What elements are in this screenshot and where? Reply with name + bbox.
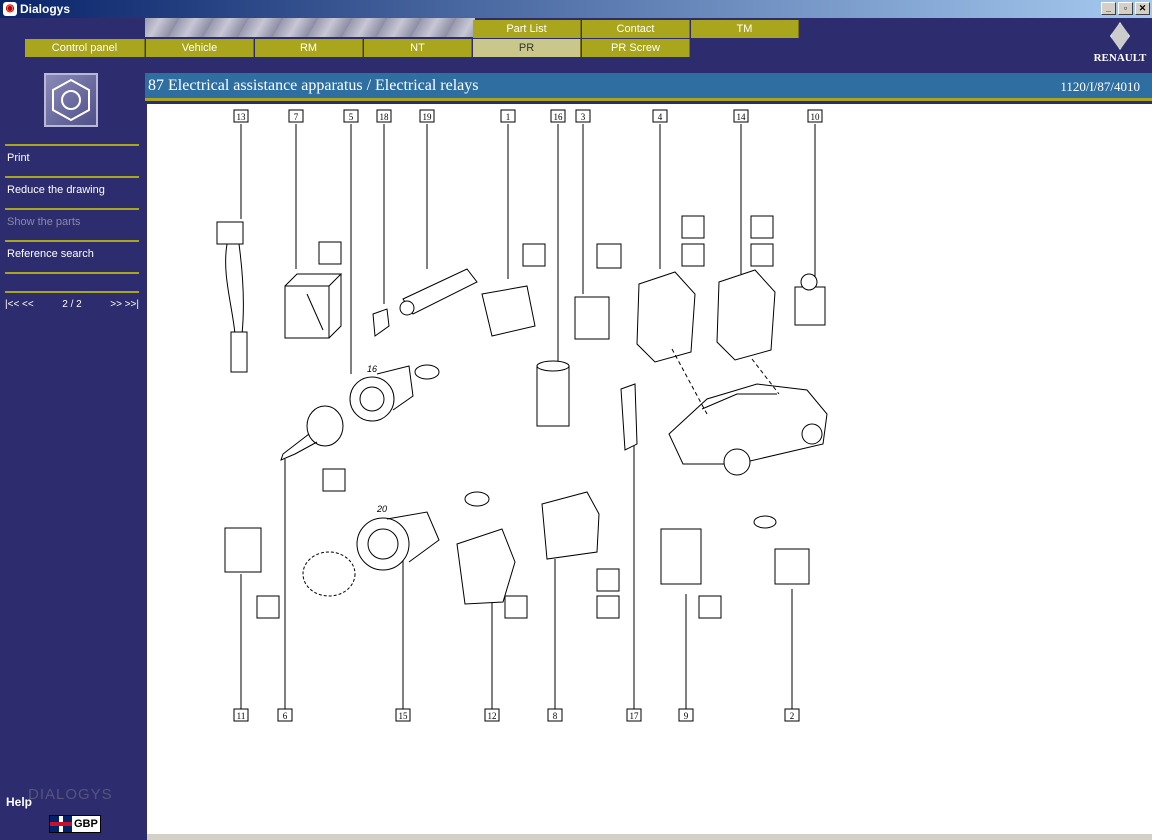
callout-label-box-3 xyxy=(575,109,591,123)
close-button[interactable]: ✕ xyxy=(1135,2,1150,15)
header: Part List Contact TM Control panel Vehic… xyxy=(0,18,1152,73)
uk-flag-icon xyxy=(50,816,72,832)
callout-label-7[interactable]: 7 xyxy=(294,112,299,122)
tab-part-list[interactable]: Part List xyxy=(473,20,581,38)
show-parts-link[interactable]: Show the parts xyxy=(5,208,139,234)
content-header: 87 Electrical assistance apparatus / Ele… xyxy=(145,73,1152,101)
app-icon: ◉ xyxy=(3,2,17,16)
callout-label-box-7 xyxy=(288,109,304,123)
callout-label-box-14 xyxy=(733,109,749,123)
tab-tm[interactable]: TM xyxy=(691,20,799,38)
callout-label-box-17 xyxy=(626,708,642,722)
maximize-button[interactable]: ▫ xyxy=(1118,2,1133,15)
callout-label-box-19 xyxy=(419,109,435,123)
callout-label-18[interactable]: 18 xyxy=(380,112,390,122)
callout-label-12[interactable]: 12 xyxy=(488,711,497,721)
tab-vehicle[interactable]: Vehicle xyxy=(146,39,254,57)
callout-label-4[interactable]: 4 xyxy=(658,112,663,122)
callout-label-19[interactable]: 19 xyxy=(423,112,433,122)
callout-label-8[interactable]: 8 xyxy=(553,711,558,721)
callout-label-box-15 xyxy=(395,708,411,722)
callout-label-16[interactable]: 16 xyxy=(554,112,564,122)
drawing-reference: 1120/I/87/4010 xyxy=(1060,79,1140,94)
help-link[interactable]: Help xyxy=(6,795,33,809)
callout-label-10[interactable]: 10 xyxy=(811,112,821,122)
callout-label-9[interactable]: 9 xyxy=(684,711,689,721)
renault-diamond-icon xyxy=(1110,22,1130,50)
dialogys-watermark: DIALOGYS xyxy=(28,786,113,803)
renault-logo: RENAULT xyxy=(1090,22,1150,72)
tab-rm[interactable]: RM xyxy=(255,39,363,57)
callout-label-box-16 xyxy=(550,109,566,123)
callout-label-17[interactable]: 17 xyxy=(630,711,640,721)
pager-next-last[interactable]: >> >>| xyxy=(110,299,139,310)
callout-label-2[interactable]: 2 xyxy=(790,711,795,721)
callout-label-box-2 xyxy=(784,708,800,722)
callout-label-6[interactable]: 6 xyxy=(283,711,288,721)
callout-label-box-11 xyxy=(233,708,249,722)
dimension-label-16: 16 xyxy=(367,364,377,374)
callout-label-1[interactable]: 1 xyxy=(506,112,511,122)
reference-search-link[interactable]: Reference search xyxy=(5,240,139,266)
dimension-label-20: 20 xyxy=(376,504,387,514)
minimize-button[interactable]: _ xyxy=(1101,2,1116,15)
sidebar-divider xyxy=(5,272,139,274)
reduce-drawing-link[interactable]: Reduce the drawing xyxy=(5,176,139,202)
pager-first-prev[interactable]: |<< << xyxy=(5,299,34,310)
callout-label-box-5 xyxy=(343,109,359,123)
callout-label-3[interactable]: 3 xyxy=(581,112,586,122)
callout-label-13[interactable]: 13 xyxy=(237,112,247,122)
currency-label: GBP xyxy=(74,818,98,830)
window-titlebar: ◉ Dialogys _ ▫ ✕ xyxy=(0,0,1152,18)
callout-label-15[interactable]: 15 xyxy=(399,711,409,721)
callout-label-box-6 xyxy=(277,708,293,722)
callout-label-11[interactable]: 11 xyxy=(237,711,246,721)
sidebar: Print Reduce the drawing Show the parts … xyxy=(0,73,145,840)
print-link[interactable]: Print xyxy=(5,144,139,170)
callout-label-14[interactable]: 14 xyxy=(737,112,747,122)
callout-label-box-9 xyxy=(678,708,694,722)
bottom-scrollbar[interactable] xyxy=(147,834,1152,840)
callout-label-box-10 xyxy=(807,109,823,123)
tab-pr[interactable]: PR xyxy=(473,39,581,57)
tab-control-panel[interactable]: Control panel xyxy=(25,39,145,57)
callout-label-box-1 xyxy=(500,109,516,123)
header-decoration xyxy=(145,18,475,37)
callout-label-box-4 xyxy=(652,109,668,123)
currency-button[interactable]: GBP xyxy=(49,815,101,833)
callout-label-5[interactable]: 5 xyxy=(349,112,354,122)
hex-nut-icon xyxy=(44,73,98,127)
callout-label-box-12 xyxy=(484,708,500,722)
callout-label-box-8 xyxy=(547,708,563,722)
callout-label-box-18 xyxy=(376,109,392,123)
callout-label-box-13 xyxy=(233,109,249,123)
brand-label: RENAULT xyxy=(1093,52,1147,64)
page-title: 87 Electrical assistance apparatus / Ele… xyxy=(148,77,479,94)
pager-page: 2 / 2 xyxy=(62,299,82,310)
window-title: Dialogys xyxy=(20,2,71,16)
tab-pr-screw[interactable]: PR Screw xyxy=(582,39,690,57)
tab-nt[interactable]: NT xyxy=(364,39,472,57)
pager: |<< << 2 / 2 >> >>| xyxy=(5,291,139,310)
tab-contact[interactable]: Contact xyxy=(582,20,690,38)
